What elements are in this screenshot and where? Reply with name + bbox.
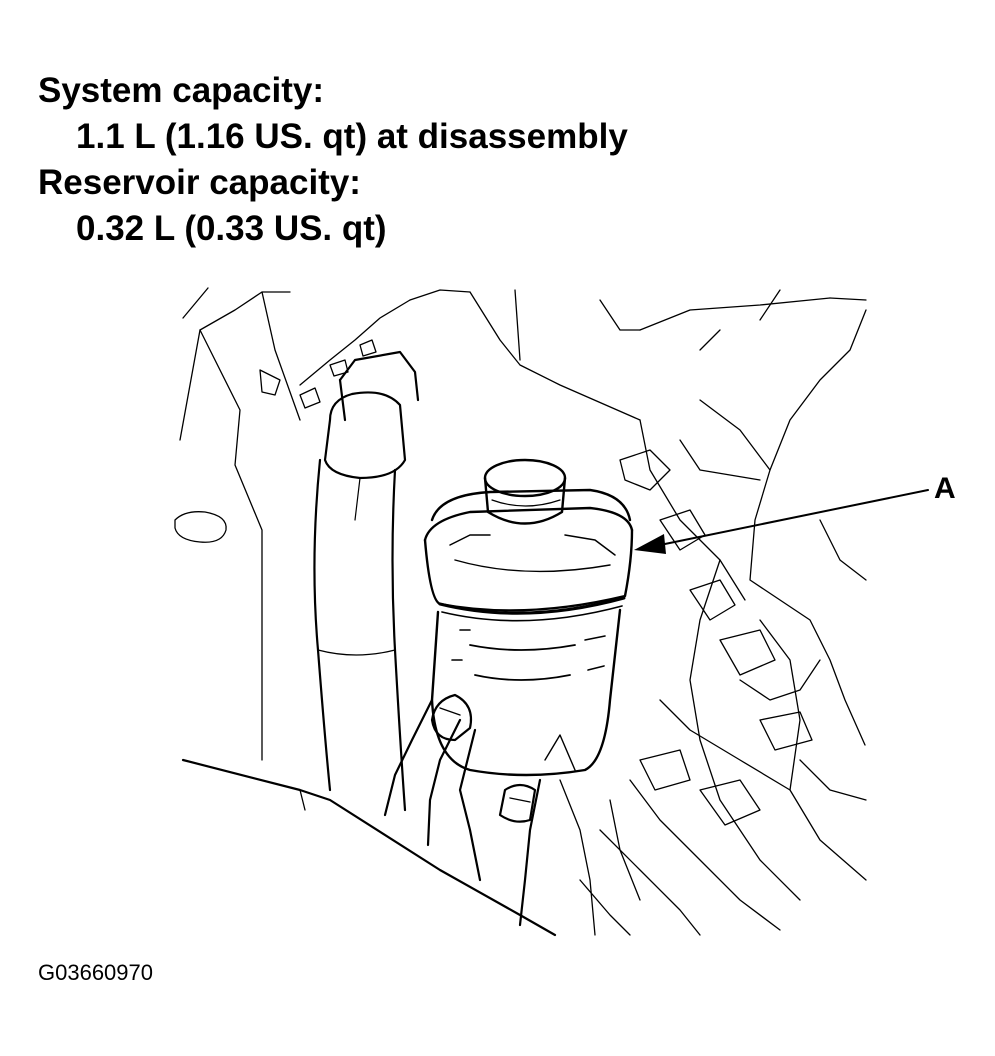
callout-arrow-a — [634, 489, 929, 554]
reservoir-capacity-value: 0.32 L (0.33 US. qt) — [76, 209, 387, 248]
capacity-specifications: System capacity: 1.1 L (1.16 US. qt) at … — [38, 68, 628, 252]
figure-id: G03660970 — [38, 960, 153, 985]
engine-bay-background — [174, 287, 867, 936]
reservoir-capacity-label: Reservoir capacity: — [38, 163, 361, 202]
reservoir-body — [423, 488, 634, 777]
callout-label-a: A — [934, 472, 956, 505]
system-capacity-value: 1.1 L (1.16 US. qt) at disassembly — [76, 117, 628, 156]
reservoir-cap — [483, 458, 567, 525]
lower-body-panel — [181, 758, 641, 937]
system-capacity-label: System capacity: — [38, 71, 324, 110]
outlet-hoses — [383, 693, 576, 927]
hose-left — [313, 350, 420, 812]
